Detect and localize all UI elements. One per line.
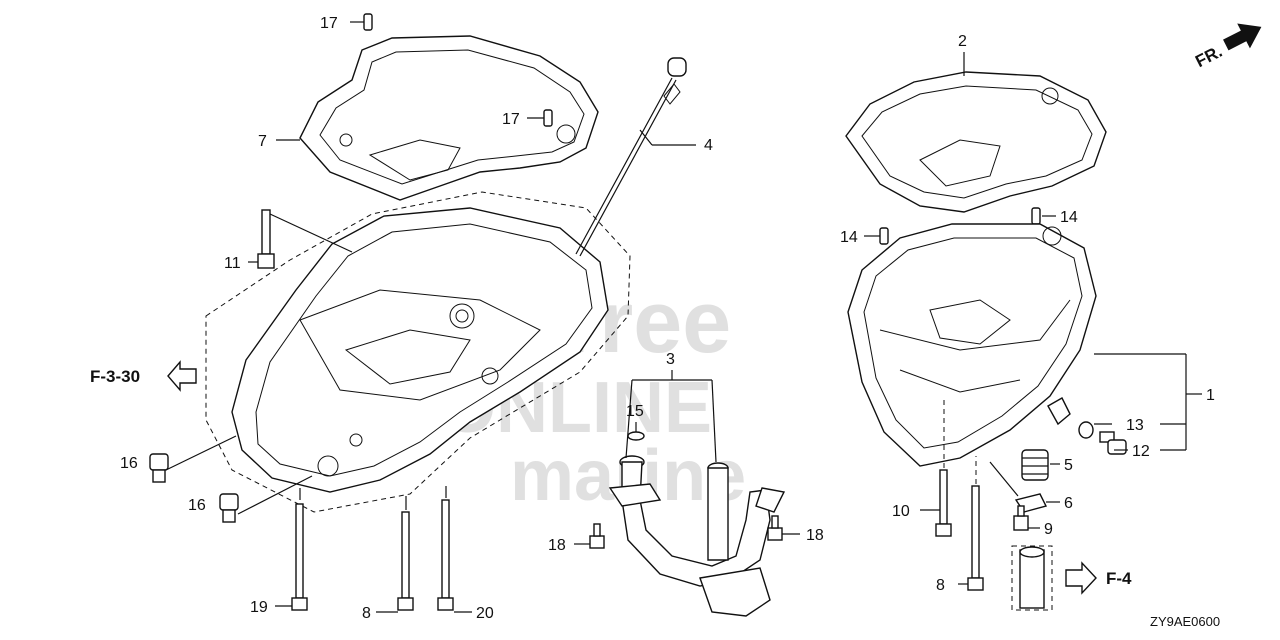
bolt-10 <box>935 469 952 537</box>
callout-19: 19 <box>250 599 268 616</box>
spring-5 <box>1021 449 1049 481</box>
callout-1: 1 <box>1206 387 1215 404</box>
plug-16-lower <box>219 493 239 523</box>
reference-left[interactable]: F-3-30 <box>90 360 197 392</box>
callout-4: 4 <box>704 137 713 154</box>
bolt-8-left <box>397 511 414 611</box>
callout-3: 3 <box>666 351 675 368</box>
bolt-20 <box>437 499 454 611</box>
callout-15: 15 <box>626 403 644 420</box>
front-arrow-icon <box>1223 23 1262 51</box>
pin-17-top <box>363 13 373 31</box>
leader-lines <box>165 21 1202 613</box>
callout-7: 7 <box>258 133 267 150</box>
callout-18-right: 18 <box>806 527 824 544</box>
washer-13 <box>1078 421 1094 439</box>
callout-labels: 17 17 7 4 11 16 16 19 8 20 3 15 18 18 2 … <box>120 15 1215 622</box>
bolt-9 <box>1013 505 1029 531</box>
callout-17-mid: 17 <box>502 111 520 128</box>
relief-valve-pipe <box>1011 545 1053 611</box>
arrow-left-icon <box>167 360 197 392</box>
reference-right[interactable]: F-4 <box>1065 561 1132 595</box>
o-ring-15 <box>627 431 645 441</box>
bolt-18-left <box>589 523 605 549</box>
pin-14-right <box>1031 207 1041 225</box>
callout-8-right: 8 <box>936 577 945 594</box>
gasket-7 <box>299 35 599 201</box>
arrow-right-icon <box>1065 561 1097 595</box>
oil-strainer-3 <box>608 455 786 617</box>
dipstick-4 <box>575 57 687 257</box>
callout-13: 13 <box>1126 417 1144 434</box>
pin-17-mid <box>543 109 553 127</box>
callout-9: 9 <box>1044 521 1053 538</box>
callout-2: 2 <box>958 33 967 50</box>
case-1 <box>847 223 1097 467</box>
front-direction-label: FR. <box>1192 42 1225 71</box>
diagram-code: ZY9AE0600 <box>1150 614 1220 629</box>
callout-17-top: 17 <box>320 15 338 32</box>
callout-16-lower: 16 <box>188 497 206 514</box>
callout-10: 10 <box>892 503 910 520</box>
callout-14-left: 14 <box>840 229 858 246</box>
plug-16-upper <box>149 453 169 483</box>
gasket-2 <box>845 71 1107 213</box>
callout-20: 20 <box>476 605 494 622</box>
callout-11: 11 <box>224 255 241 272</box>
drain-plug-12 <box>1099 431 1127 455</box>
callout-18-left: 18 <box>548 537 566 554</box>
lower-case-left <box>231 207 609 493</box>
callout-5: 5 <box>1064 457 1073 474</box>
callout-6: 6 <box>1064 495 1073 512</box>
callout-16-upper: 16 <box>120 455 138 472</box>
reference-right-label[interactable]: F-4 <box>1106 569 1132 588</box>
callout-8-left: 8 <box>362 605 371 622</box>
bolt-8-right <box>967 485 984 591</box>
callout-14-right: 14 <box>1060 209 1078 226</box>
bolt-19 <box>291 503 308 611</box>
pin-14-left <box>879 227 889 245</box>
front-direction-indicator: FR. <box>1192 23 1262 71</box>
reference-left-label[interactable]: F-3-30 <box>90 367 140 386</box>
callout-12: 12 <box>1132 443 1150 460</box>
bolt-11 <box>257 209 275 269</box>
